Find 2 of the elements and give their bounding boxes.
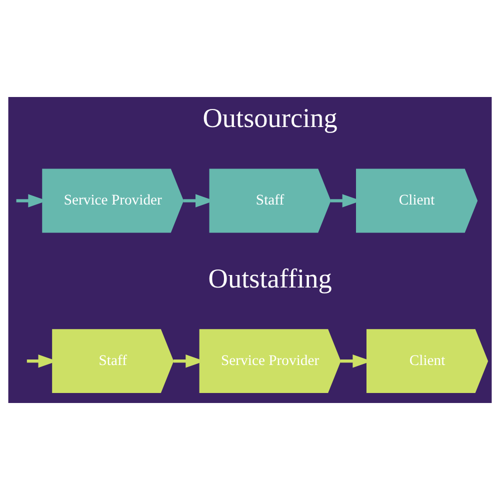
label: Outsourcing <box>202 103 338 134</box>
label: Outstaffing <box>208 264 332 294</box>
